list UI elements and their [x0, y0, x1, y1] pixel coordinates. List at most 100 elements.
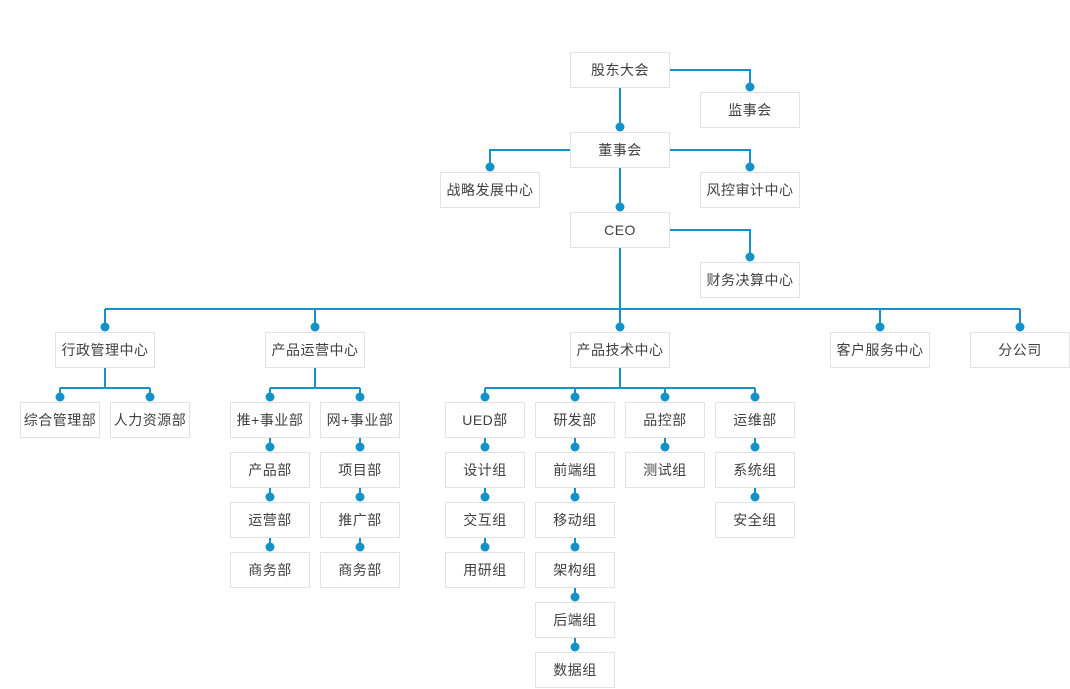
org-node-qc[interactable]: 品控部	[625, 402, 705, 438]
org-node-business1[interactable]: 商务部	[230, 552, 310, 588]
org-node-label: 系统组	[733, 462, 777, 478]
connector-dot	[55, 392, 65, 402]
org-node-label: 财务决算中心	[706, 272, 794, 288]
connector-dot	[480, 542, 490, 552]
org-node-promotion[interactable]: 推广部	[320, 502, 400, 538]
org-node-tui[interactable]: 推+事业部	[230, 402, 310, 438]
org-node-ued[interactable]: UED部	[445, 402, 525, 438]
org-node-strategy[interactable]: 战略发展中心	[440, 172, 540, 208]
org-node-label: UED部	[462, 412, 508, 428]
org-node-research[interactable]: 用研组	[445, 552, 525, 588]
org-node-label: 项目部	[338, 462, 382, 478]
org-node-ceo[interactable]: CEO	[570, 212, 670, 248]
org-node-project[interactable]: 项目部	[320, 452, 400, 488]
org-node-service[interactable]: 客户服务中心	[830, 332, 930, 368]
org-node-system[interactable]: 系统组	[715, 452, 795, 488]
org-node-frontend[interactable]: 前端组	[535, 452, 615, 488]
connector-dot	[750, 492, 760, 502]
org-node-label: 后端组	[553, 612, 597, 628]
connector-dot	[570, 592, 580, 602]
connector-dot	[145, 392, 155, 402]
org-node-interaction[interactable]: 交互组	[445, 502, 525, 538]
org-node-label: 产品技术中心	[576, 342, 664, 358]
org-node-finance[interactable]: 财务决算中心	[700, 262, 800, 298]
org-node-label: 研发部	[553, 412, 597, 428]
org-node-rd[interactable]: 研发部	[535, 402, 615, 438]
connector-dot	[660, 392, 670, 402]
connector-board-risk	[670, 149, 751, 167]
org-node-label: 测试组	[643, 462, 687, 478]
connector-dot	[570, 492, 580, 502]
connector-dot	[355, 542, 365, 552]
org-node-admin[interactable]: 行政管理中心	[55, 332, 155, 368]
connector-dot	[615, 122, 625, 132]
org-node-board[interactable]: 董事会	[570, 132, 670, 168]
connector-dot	[265, 492, 275, 502]
connector-dot	[1015, 322, 1025, 332]
org-node-hr[interactable]: 人力资源部	[110, 402, 190, 438]
org-node-label: 监事会	[728, 102, 772, 118]
org-node-architecture[interactable]: 架构组	[535, 552, 615, 588]
connector-shareholders-supervisory	[670, 69, 751, 87]
org-node-backend[interactable]: 后端组	[535, 602, 615, 638]
connector-dot	[355, 442, 365, 452]
org-node-branch[interactable]: 分公司	[970, 332, 1070, 368]
connector-dot	[875, 322, 885, 332]
org-node-label: 安全组	[733, 512, 777, 528]
connector-dot	[745, 162, 755, 172]
org-node-mobile[interactable]: 移动组	[535, 502, 615, 538]
org-node-label: 设计组	[463, 462, 507, 478]
org-node-label: 运维部	[733, 412, 777, 428]
org-node-general[interactable]: 综合管理部	[20, 402, 100, 438]
org-node-label: 行政管理中心	[61, 342, 149, 358]
org-node-label: 前端组	[553, 462, 597, 478]
connector-dot	[745, 82, 755, 92]
org-node-label: 综合管理部	[23, 412, 97, 428]
org-node-wang[interactable]: 网+事业部	[320, 402, 400, 438]
org-node-label: CEO	[604, 222, 636, 238]
org-node-label: 网+事业部	[326, 412, 394, 428]
org-node-label: 交互组	[463, 512, 507, 528]
org-node-label: 战略发展中心	[446, 182, 534, 198]
connector-dot	[480, 492, 490, 502]
org-node-label: 产品部	[248, 462, 292, 478]
org-node-label: 商务部	[338, 562, 382, 578]
org-node-ops[interactable]: 产品运营中心	[265, 332, 365, 368]
org-node-business2[interactable]: 商务部	[320, 552, 400, 588]
connector-dot	[570, 642, 580, 652]
org-node-testing[interactable]: 测试组	[625, 452, 705, 488]
connector-dot	[570, 442, 580, 452]
org-node-label: 品控部	[643, 412, 687, 428]
connector-dot	[480, 392, 490, 402]
org-node-label: 分公司	[998, 342, 1042, 358]
org-node-supervisory[interactable]: 监事会	[700, 92, 800, 128]
org-node-label: 架构组	[553, 562, 597, 578]
org-node-label: 用研组	[463, 562, 507, 578]
connector-dot	[100, 322, 110, 332]
org-node-shareholders[interactable]: 股东大会	[570, 52, 670, 88]
org-node-product[interactable]: 产品部	[230, 452, 310, 488]
org-node-datagroup[interactable]: 数据组	[535, 652, 615, 688]
org-node-security[interactable]: 安全组	[715, 502, 795, 538]
connector-dot	[310, 322, 320, 332]
connector-dot	[485, 162, 495, 172]
connector-dot	[660, 442, 670, 452]
connector-dot	[265, 442, 275, 452]
org-node-label: 风控审计中心	[706, 182, 794, 198]
org-node-tech[interactable]: 产品技术中心	[570, 332, 670, 368]
org-node-om[interactable]: 运维部	[715, 402, 795, 438]
org-node-label: 商务部	[248, 562, 292, 578]
org-node-operation[interactable]: 运营部	[230, 502, 310, 538]
org-node-label: 客户服务中心	[836, 342, 924, 358]
connector-dot	[750, 392, 760, 402]
connector-dot	[745, 252, 755, 262]
connector-dot	[355, 392, 365, 402]
org-node-risk[interactable]: 风控审计中心	[700, 172, 800, 208]
connector-ceo-finance	[670, 229, 751, 257]
org-node-design[interactable]: 设计组	[445, 452, 525, 488]
org-node-label: 推+事业部	[236, 412, 304, 428]
connector-dot	[615, 322, 625, 332]
org-node-label: 数据组	[553, 662, 597, 678]
org-node-label: 董事会	[598, 142, 642, 158]
